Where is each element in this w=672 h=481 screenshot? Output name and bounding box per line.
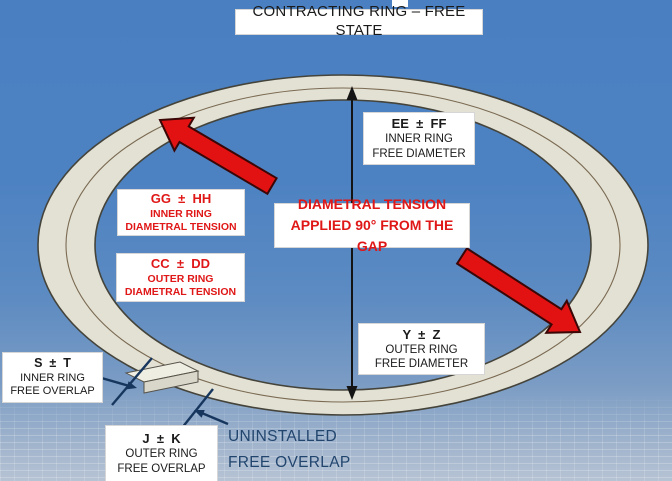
label-value: S ± T <box>34 355 71 370</box>
label-line: OUTER RING <box>125 448 198 461</box>
label-inner-ring-free-diameter: EE ± FF INNER RING FREE DIAMETER <box>363 112 475 165</box>
label-line: INNER RING <box>150 207 212 220</box>
title-box: CONTRACTING RING – FREE STATE <box>235 3 483 39</box>
label-line: INNER RING <box>385 133 453 146</box>
label-line: OUTER RING <box>385 343 458 356</box>
label-outer-ring-free-diameter: Y ± Z OUTER RING FREE DIAMETER <box>358 323 485 375</box>
label-line: FREE OVERLAP <box>10 385 95 398</box>
label-line: OUTER RING <box>147 272 214 285</box>
ring-split-line <box>65 87 621 403</box>
label-line: DIAMETRAL TENSION <box>124 285 237 298</box>
label-line: FREE DIAMETER <box>374 358 469 371</box>
label-outer-ring-diametral-tension: CC ± DD OUTER RING DIAMETRAL TENSION <box>116 253 245 302</box>
label-value: CC ± DD <box>150 256 211 272</box>
arrow-down-head <box>346 386 358 400</box>
page-title: CONTRACTING RING – FREE STATE <box>252 3 466 39</box>
label-line: FREE DIAMETER <box>372 147 466 160</box>
label-inner-ring-diametral-tension: GG ± HH INNER RING DIAMETRAL TENSION <box>117 189 245 236</box>
label-line: FREE OVERLAP <box>117 462 206 475</box>
red-arrow-upper-left-icon <box>158 116 278 196</box>
label-line: FREE OVERLAP <box>228 454 351 472</box>
label-line: INNER RING <box>20 371 85 384</box>
label-line: DIAMETRAL TENSION <box>297 196 447 212</box>
label-line: APPLIED 90° FROM THE GAP <box>290 217 454 254</box>
top-notch <box>392 0 408 7</box>
arrow-up-head <box>346 86 358 100</box>
red-arrow-lower-right-icon <box>455 247 582 334</box>
label-line: DIAMETRAL TENSION <box>125 220 237 233</box>
label-value: J ± K <box>142 431 181 446</box>
label-value: Y ± Z <box>402 326 441 342</box>
uninstalled-free-overlap-label: UNINSTALLED FREE OVERLAP <box>228 424 358 477</box>
gap-block <box>124 361 200 394</box>
label-value: EE ± FF <box>391 116 447 131</box>
label-diametral-tension-note: DIAMETRAL TENSION APPLIED 90° FROM THE G… <box>274 196 470 254</box>
label-inner-ring-free-overlap: S ± T INNER RING FREE OVERLAP <box>2 352 103 403</box>
ring-body <box>37 74 649 416</box>
label-outer-ring-free-overlap: J ± K OUTER RING FREE OVERLAP <box>105 425 218 481</box>
label-line: UNINSTALLED <box>228 428 337 445</box>
label-value: GG ± HH <box>150 191 212 207</box>
